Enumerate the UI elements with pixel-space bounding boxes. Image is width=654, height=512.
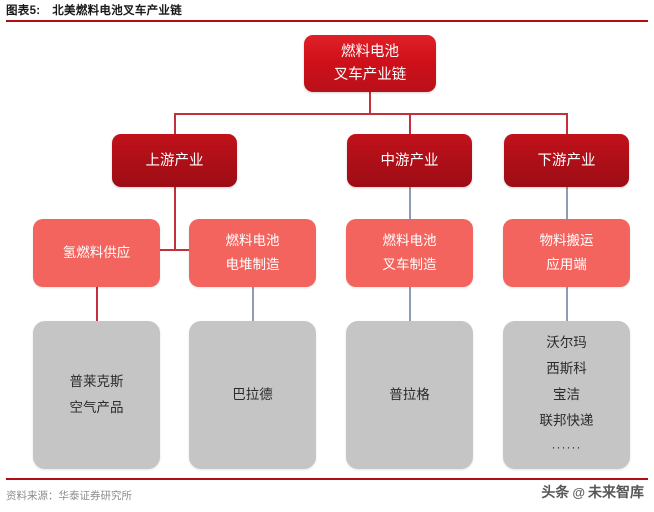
figure-header: 图表5: 北美燃料电池叉车产业链 bbox=[0, 0, 654, 22]
connector-forklift-to-plug bbox=[409, 287, 411, 321]
node-gas-suppliers-line-2: 空气产品 bbox=[69, 400, 124, 415]
node-material-handling-line-1: 物料搬运 bbox=[539, 233, 594, 248]
node-downstream-label: 下游产业 bbox=[537, 152, 596, 169]
node-end-users[interactable]: 沃尔玛 西斯科 宝洁 联邦快递 ······ bbox=[503, 321, 630, 469]
node-gas-suppliers-line-1: 普莱克斯 bbox=[69, 374, 124, 389]
node-upstream[interactable]: 上游产业 bbox=[112, 134, 237, 187]
node-end-users-line-2: 西斯科 bbox=[546, 361, 587, 376]
node-end-users-line-4: 联邦快递 bbox=[539, 413, 594, 428]
node-root[interactable]: 燃料电池 叉车产业链 bbox=[304, 35, 436, 92]
connector-drop-upstream bbox=[174, 113, 176, 134]
connector-upstream-stem bbox=[174, 187, 176, 250]
connector-level2-bus bbox=[174, 113, 567, 115]
node-midstream-label: 中游产业 bbox=[380, 152, 439, 169]
node-downstream[interactable]: 下游产业 bbox=[504, 134, 629, 187]
node-plug-power[interactable]: 普拉格 bbox=[346, 321, 473, 469]
node-stack-manufacture-line-2: 电堆制造 bbox=[225, 257, 280, 272]
node-hydrogen-supply-line-1: 氢燃料供应 bbox=[62, 245, 131, 260]
node-upstream-label: 上游产业 bbox=[145, 152, 204, 169]
connector-drop-downstream bbox=[566, 113, 568, 134]
source-note: 资料来源：华泰证券研究所 bbox=[6, 490, 132, 502]
node-end-users-line-3: 宝洁 bbox=[553, 387, 580, 402]
watermark-brand: 头条 bbox=[541, 484, 570, 500]
figure-title: 图表5: 北美燃料电池叉车产业链 bbox=[6, 5, 183, 17]
node-stack-manufacture-line-1: 燃料电池 bbox=[225, 233, 280, 248]
node-hydrogen-supply[interactable]: 氢燃料供应 bbox=[33, 219, 160, 287]
node-gas-suppliers[interactable]: 普莱克斯 空气产品 bbox=[33, 321, 160, 469]
connector-midstream-stem bbox=[409, 187, 411, 219]
connector-downstream-stem bbox=[566, 187, 568, 219]
header-divider bbox=[6, 20, 648, 22]
node-midstream[interactable]: 中游产业 bbox=[347, 134, 472, 187]
connector-stack-to-ballard bbox=[252, 287, 254, 321]
node-ballard[interactable]: 巴拉德 bbox=[189, 321, 316, 469]
node-forklift-manufacture[interactable]: 燃料电池 叉车制造 bbox=[346, 219, 473, 287]
node-root-line-2: 叉车产业链 bbox=[333, 66, 407, 83]
connector-root-stem bbox=[369, 92, 371, 114]
connector-handling-to-endusers bbox=[566, 287, 568, 321]
node-stack-manufacture[interactable]: 燃料电池 电堆制造 bbox=[189, 219, 316, 287]
node-forklift-manufacture-line-1: 燃料电池 bbox=[382, 233, 437, 248]
connector-drop-midstream bbox=[409, 113, 411, 134]
node-end-users-ellipsis: ······ bbox=[551, 440, 582, 454]
connector-upstream-bus bbox=[150, 249, 200, 251]
connector-hydrogen-to-suppliers bbox=[96, 287, 98, 321]
node-material-handling[interactable]: 物料搬运 应用端 bbox=[503, 219, 630, 287]
industry-chain-diagram: 燃料电池 叉车产业链 上游产业 中游产业 下游产业 氢燃料供应 燃料电池 电堆制… bbox=[0, 22, 654, 477]
node-root-line-1: 燃料电池 bbox=[341, 43, 399, 60]
node-material-handling-line-2: 应用端 bbox=[546, 257, 587, 272]
footer-divider bbox=[6, 478, 648, 480]
watermark: 头条 @ 未来智库 bbox=[541, 482, 644, 502]
node-forklift-manufacture-line-2: 叉车制造 bbox=[382, 257, 437, 272]
watermark-at-icon: @ bbox=[572, 484, 585, 500]
node-ballard-line-1: 巴拉德 bbox=[232, 387, 273, 402]
node-end-users-line-1: 沃尔玛 bbox=[546, 335, 587, 350]
node-plug-power-line-1: 普拉格 bbox=[389, 387, 430, 402]
watermark-account: 未来智库 bbox=[588, 484, 644, 500]
